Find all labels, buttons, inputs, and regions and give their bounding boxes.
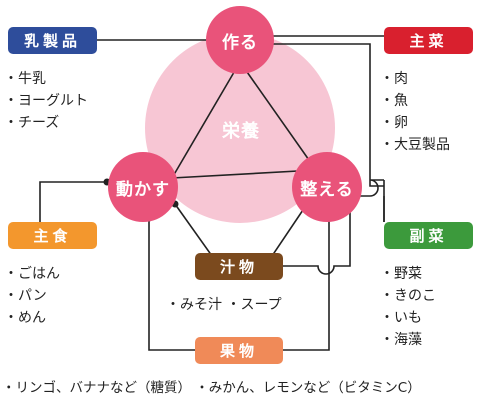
fruit-label: 果物 — [195, 337, 283, 364]
list-item: 卵 — [380, 112, 450, 134]
line-make-regulate — [239, 61, 317, 171]
dairy-list: 牛乳 ヨーグルト チーズ — [4, 68, 88, 134]
side-dish-label: 副菜 — [384, 222, 473, 249]
connector-lines — [39, 35, 385, 351]
node-move: 動かす — [108, 152, 178, 222]
soup-label: 汁物 — [195, 253, 283, 280]
line-fruit-regulate — [283, 218, 330, 351]
main-dish-list: 肉 魚 卵 大豆製品 — [380, 68, 450, 156]
line-move-regulate — [171, 169, 317, 179]
soup-note: ・みそ汁 ・スープ — [166, 297, 282, 313]
list-item: 大豆製品 — [380, 134, 450, 156]
line-soup-regulate — [271, 203, 308, 257]
list-item: 牛乳 — [4, 68, 88, 90]
dairy-label: 乳製品 — [8, 27, 97, 54]
line-staple — [39, 181, 107, 222]
list-item: いも — [380, 307, 436, 329]
line-soup-move — [174, 203, 213, 257]
list-item: ごはん — [4, 263, 60, 285]
node-regulate: 整える — [292, 152, 362, 222]
nutrition-halo — [145, 33, 335, 223]
line-side-soup — [282, 196, 385, 275]
main-dish-label: 主菜 — [384, 27, 473, 54]
list-item: ヨーグルト — [4, 90, 88, 112]
node-make: 作る — [206, 6, 274, 74]
list-item: 肉 — [380, 68, 450, 90]
list-item: チーズ — [4, 112, 88, 134]
staple-label: 主食 — [8, 222, 97, 249]
list-item: パン — [4, 285, 60, 307]
side-dish-list: 野菜 きのこ いも 海藻 — [380, 263, 436, 351]
list-item: めん — [4, 307, 60, 329]
list-item: 魚 — [380, 90, 450, 112]
list-item: 野菜 — [380, 263, 436, 285]
line-make-move — [171, 61, 241, 179]
list-item: 海藻 — [380, 329, 436, 351]
list-item: きのこ — [380, 285, 436, 307]
line-fruit-move — [148, 218, 195, 351]
fruit-note: ・リンゴ、バナナなど（糖質） ・みかん、レモンなど（ビタミンC） — [2, 380, 421, 396]
staple-list: ごはん パン めん — [4, 263, 60, 329]
nutrition-label: 栄養 — [222, 121, 260, 142]
